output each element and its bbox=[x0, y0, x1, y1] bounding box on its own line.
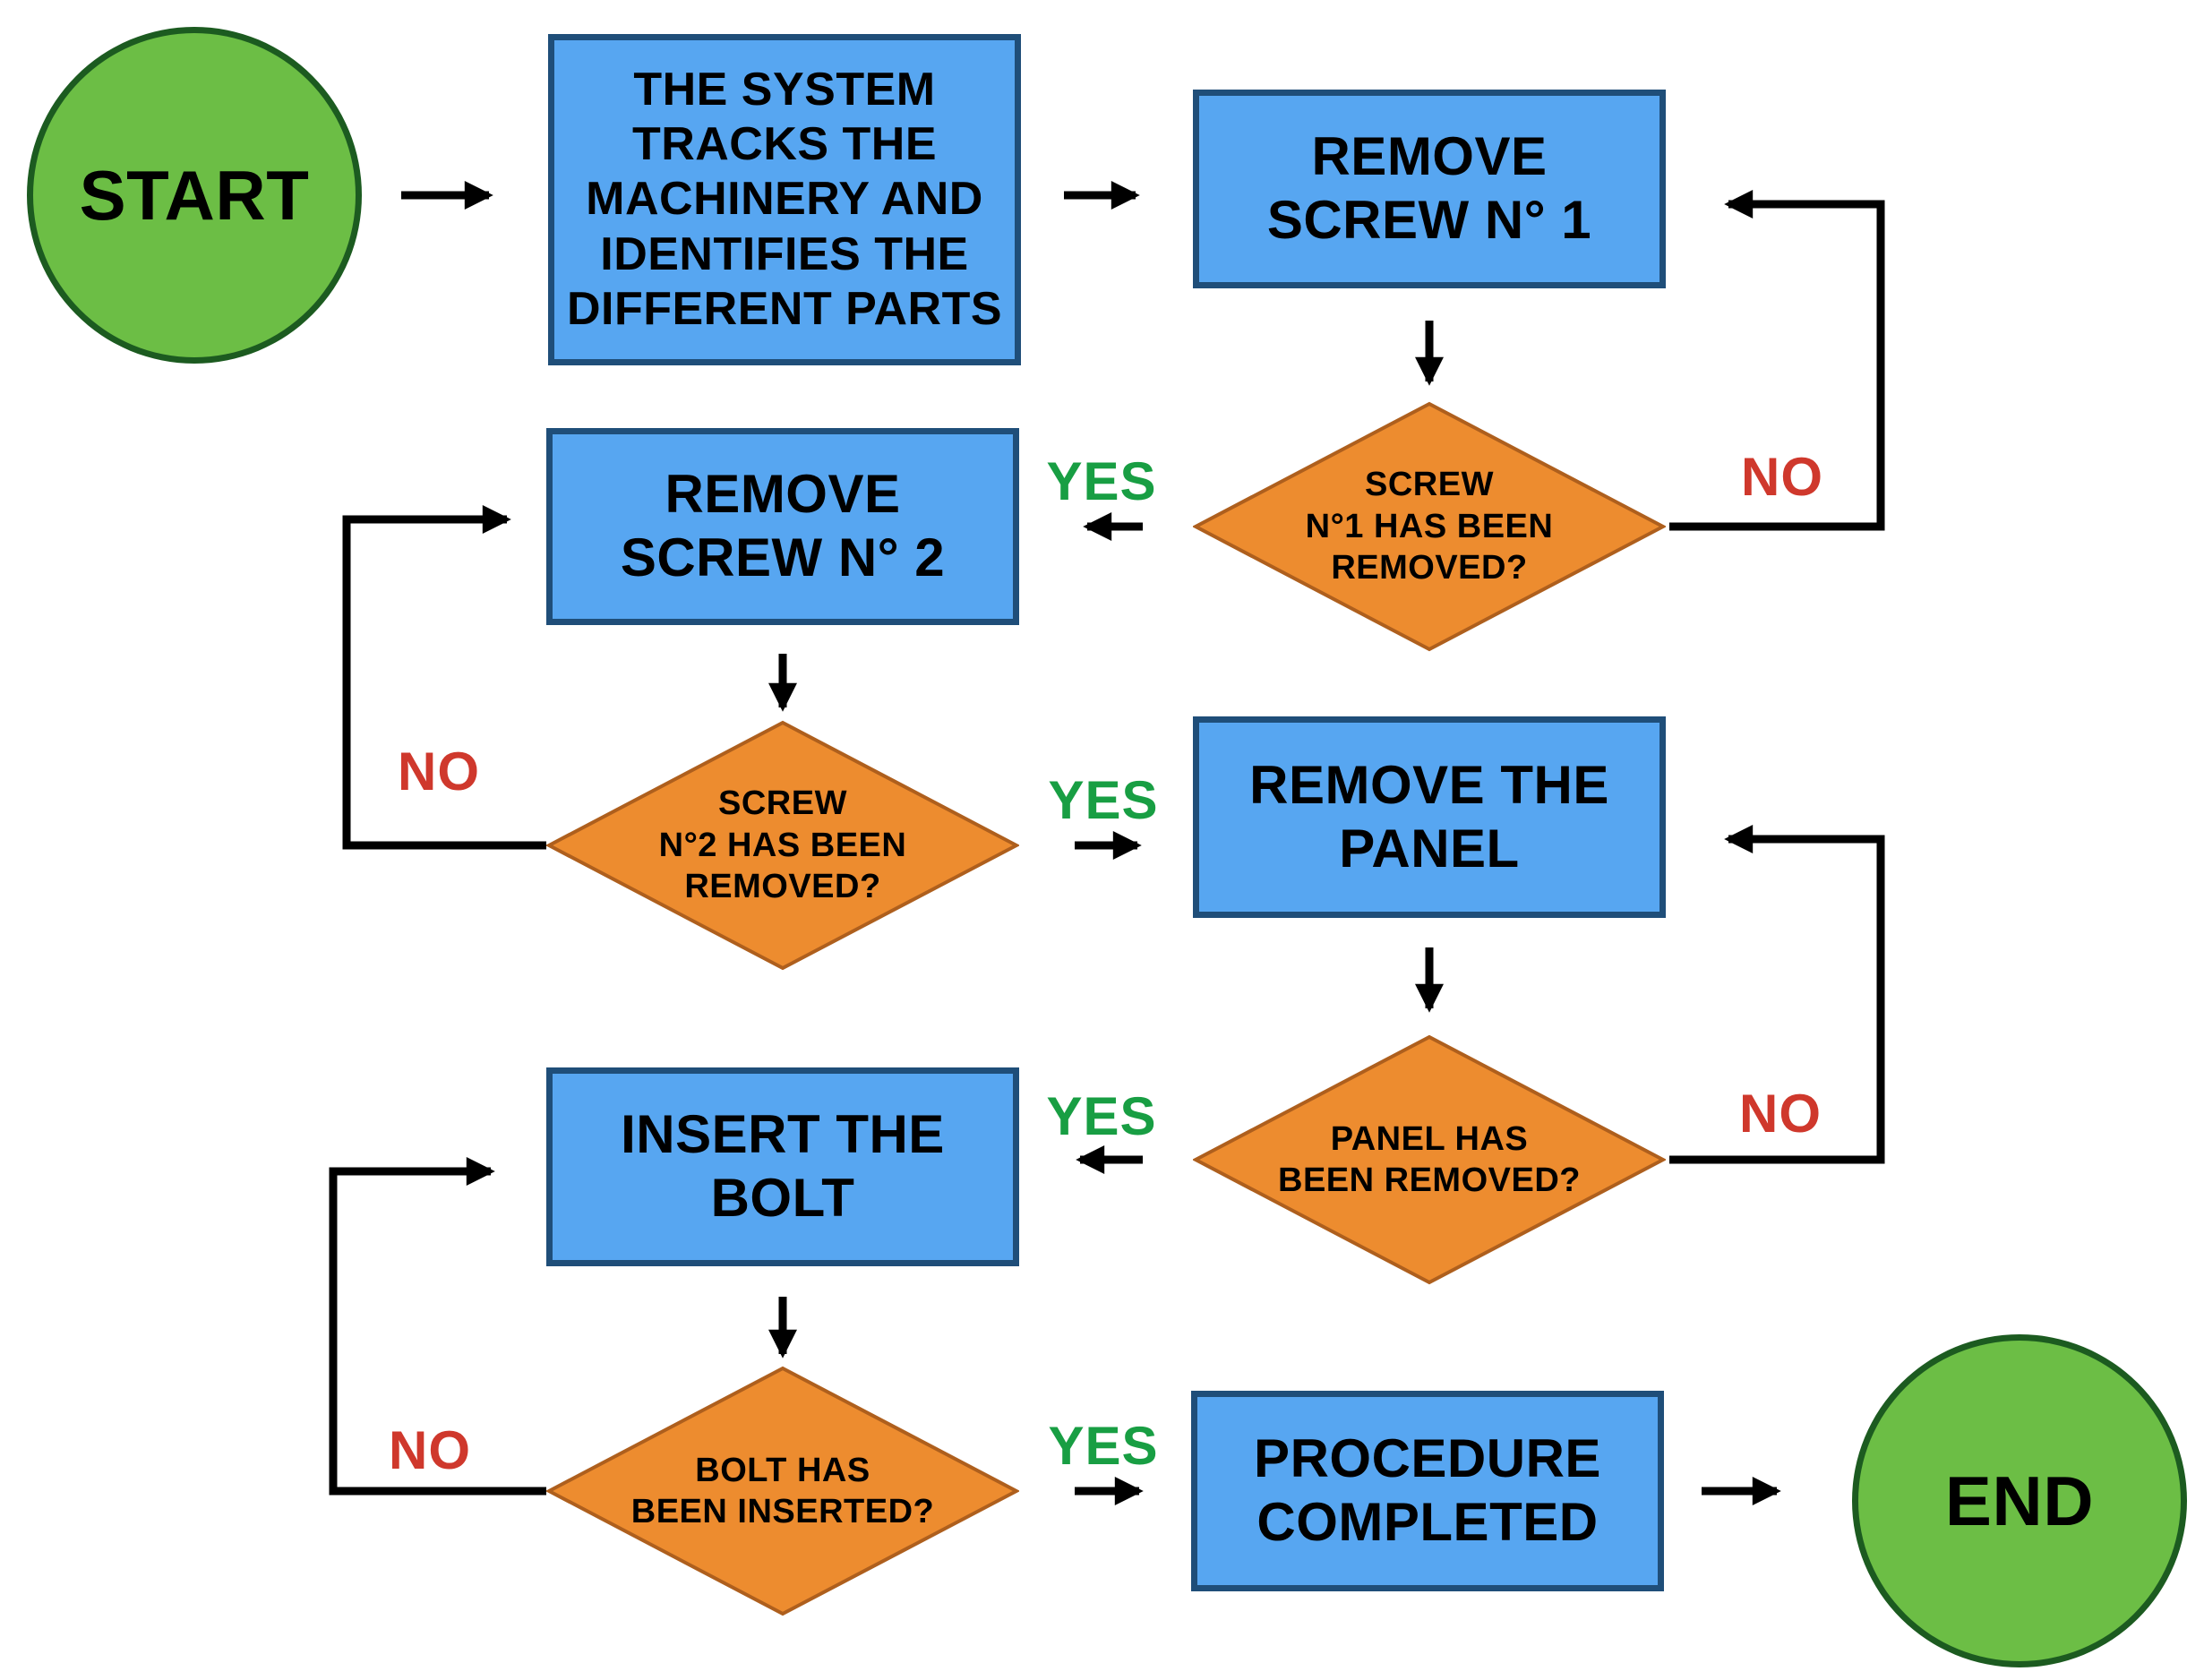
edge-check3-no-to-panel bbox=[1669, 825, 1885, 1164]
node-check-panel: PANEL HAS BEEN REMOVED? bbox=[1193, 1034, 1666, 1285]
edge-label-check4-no: NO bbox=[389, 1420, 471, 1480]
procedure-completed-label: PROCEDURE COMPLETED bbox=[1254, 1428, 1601, 1552]
diamond-shape-icon bbox=[546, 720, 1019, 971]
remove-panel-label: REMOVE THE PANEL bbox=[1249, 754, 1609, 879]
diamond-shape-icon bbox=[1193, 1034, 1666, 1285]
start-label: START bbox=[79, 155, 310, 235]
node-insert-bolt: INSERT THE BOLT bbox=[546, 1067, 1019, 1266]
check-screw1-label: SCREW N°1 HAS BEEN REMOVED? bbox=[1305, 466, 1554, 587]
check-bolt-label: BOLT HAS BEEN INSERTED? bbox=[630, 1451, 935, 1530]
diamond-shape-icon bbox=[1193, 401, 1666, 652]
insert-bolt-label: INSERT THE BOLT bbox=[621, 1104, 945, 1228]
edge-label-check3-no: NO bbox=[1739, 1084, 1822, 1144]
diamond-shape-icon bbox=[546, 1366, 1019, 1616]
edge-label-check4-yes: YES bbox=[1048, 1416, 1159, 1476]
remove-screw2-label: REMOVE SCREW N° 2 bbox=[620, 464, 946, 587]
node-end: END bbox=[1852, 1334, 2187, 1667]
edge-label-check1-no: NO bbox=[1741, 447, 1823, 507]
node-procedure-completed: PROCEDURE COMPLETED bbox=[1191, 1391, 1664, 1591]
system-tracks-label: THE SYSTEM TRACKS THE MACHINERY AND IDEN… bbox=[566, 63, 1003, 336]
node-check-screw2: SCREW N°2 HAS BEEN REMOVED? bbox=[546, 720, 1019, 971]
node-remove-screw2: REMOVE SCREW N° 2 bbox=[546, 428, 1019, 625]
edge-label-check1-yes: YES bbox=[1046, 451, 1157, 511]
node-remove-screw1: REMOVE SCREW N° 1 bbox=[1193, 90, 1666, 288]
node-check-bolt: BOLT HAS BEEN INSERTED? bbox=[546, 1366, 1019, 1616]
edge-check1-no-to-screw1 bbox=[1669, 190, 1885, 531]
check-screw2-label: SCREW N°2 HAS BEEN REMOVED? bbox=[658, 784, 907, 906]
node-remove-panel: REMOVE THE PANEL bbox=[1193, 716, 1666, 918]
check-panel-label: PANEL HAS BEEN REMOVED? bbox=[1278, 1119, 1581, 1199]
edge-label-check2-no: NO bbox=[398, 741, 480, 801]
node-system-tracks: THE SYSTEM TRACKS THE MACHINERY AND IDEN… bbox=[548, 34, 1021, 365]
end-label: END bbox=[1944, 1461, 2095, 1540]
node-start: START bbox=[27, 27, 362, 364]
edge-check2-no-to-screw2 bbox=[342, 505, 546, 850]
edge-label-check3-yes: YES bbox=[1046, 1086, 1157, 1146]
edge-check4-no-to-bolt bbox=[329, 1157, 546, 1496]
node-check-screw1: SCREW N°1 HAS BEEN REMOVED? bbox=[1193, 401, 1666, 652]
remove-screw1-label: REMOVE SCREW N° 1 bbox=[1266, 126, 1592, 250]
edge-label-check2-yes: YES bbox=[1048, 770, 1159, 830]
